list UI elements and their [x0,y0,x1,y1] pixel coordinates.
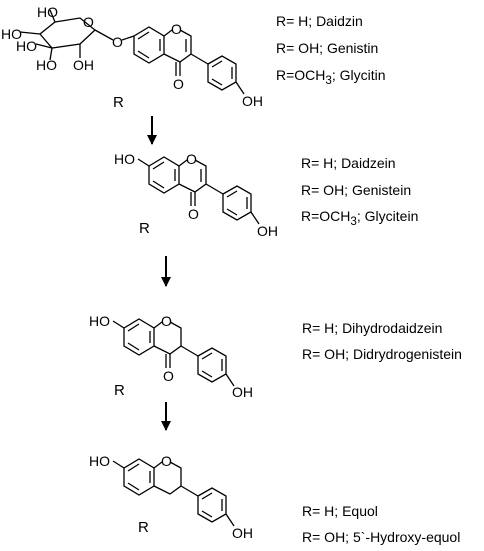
hydroxyl-label: OH [232,525,253,541]
legend-dihydrodaidzein: R= H; Dihydrodaidzein [302,320,443,336]
legend-genistein: R= OH; Genistein [301,182,412,198]
legend-glycitin: R=OCH3; Glycitin [276,67,386,87]
equol-structure [112,458,235,527]
legend-didrydrogenistein: R= OH; Didrydrogenistein [302,346,462,362]
hydroxyl-label: OH [232,384,253,400]
legend-glycitein: R=OCH3; Glycitein [301,208,419,228]
oxygen-label: O [188,206,199,222]
glycoside-structure [19,9,245,95]
r-substituent: R [139,220,150,237]
hydroxyl-label: HO [36,57,57,73]
hydroxyl-label: OH [257,223,278,239]
legend-equol: R= H; Equol [302,503,378,519]
oxygen-label: O [173,76,184,92]
r-substituent: R [138,519,149,536]
oxygen-label: O [186,151,197,167]
legend-hydroxy-equol: R= OH; 5`-Hydroxy-equol [302,529,461,545]
aglycone-structure [137,156,260,225]
oxygen-label: O [161,313,172,329]
legend-daidzein: R= H; Daidzein [301,155,396,171]
oxygen-label: O [112,34,123,50]
oxygen-label: O [171,21,182,37]
r-substituent: R [114,382,125,399]
hydroxyl-label: HO [16,38,37,54]
hydroxyl-label: HO [114,151,135,167]
legend-daidzin: R= H; Daidzin [276,13,363,29]
hydroxyl-label: HO [1,26,22,42]
oxygen-label: O [163,368,174,384]
hydroxyl-label: HO [89,313,110,329]
hydroxyl-label: HO [89,453,110,469]
dihydro-structure [112,318,235,387]
r-substituent: R [113,94,124,111]
hydroxyl-label: HO [37,4,58,20]
hydroxyl-label: OH [73,57,94,73]
oxygen-label: O [83,14,94,30]
hydroxyl-label: OH [242,93,263,109]
legend-genistin: R= OH; Genistin [276,40,379,56]
oxygen-label: O [161,453,172,469]
